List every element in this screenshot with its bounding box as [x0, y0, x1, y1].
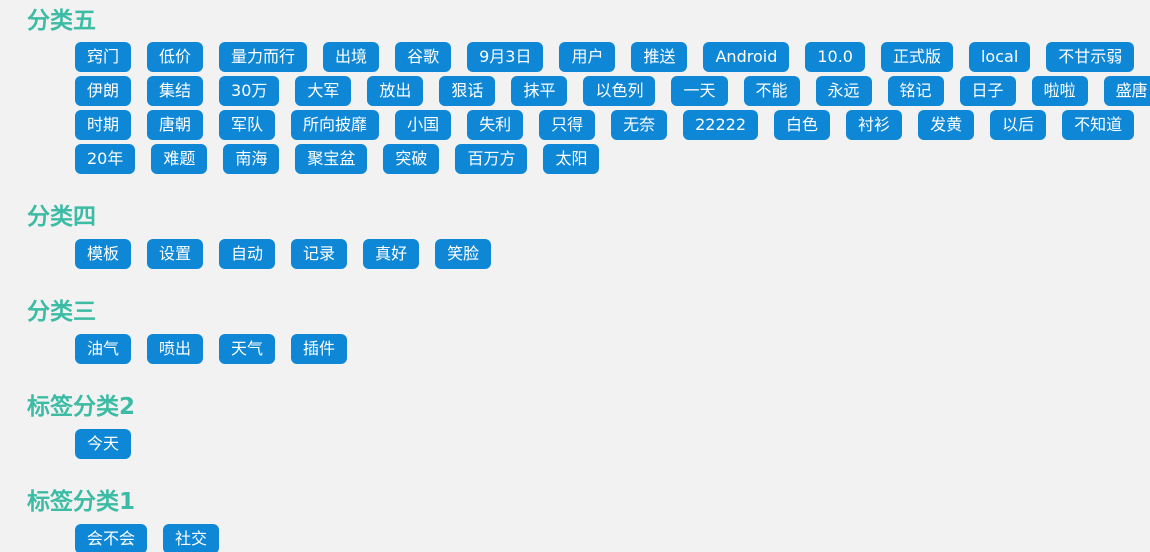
tag-chip[interactable]: 22222	[683, 110, 759, 140]
tag-chip[interactable]: 以后	[990, 110, 1047, 140]
tag-chip[interactable]: 设置	[147, 239, 204, 269]
tag-chip[interactable]: 正式版	[880, 42, 953, 72]
tag-chip[interactable]: 油气	[75, 334, 132, 364]
tag-chip[interactable]: 以色列	[583, 76, 656, 106]
tag-chip[interactable]: 唐朝	[147, 110, 204, 140]
tag-chip[interactable]: 天气	[219, 334, 276, 364]
tag-chip[interactable]: 窍门	[75, 42, 132, 72]
tag-chip[interactable]: 南海	[223, 144, 280, 174]
tag-chip[interactable]: 大军	[295, 76, 352, 106]
tag-chip[interactable]: 20年	[75, 144, 136, 174]
tag-chip[interactable]: 喷出	[147, 334, 204, 364]
tag-chip[interactable]: 只得	[539, 110, 596, 140]
tag-chip[interactable]: 盛唐	[1103, 76, 1150, 106]
tag-chip[interactable]: 难题	[151, 144, 208, 174]
tag-chip[interactable]: 失利	[467, 110, 524, 140]
tag-chip[interactable]: 谷歌	[395, 42, 452, 72]
tag-chip[interactable]: 伊朗	[75, 76, 132, 106]
tag-chip[interactable]: 衬衫	[846, 110, 903, 140]
tag-chip[interactable]: 社交	[163, 524, 220, 552]
tag-chip[interactable]: 白色	[774, 110, 831, 140]
tag-chip[interactable]: 量力而行	[219, 42, 308, 72]
tag-chip[interactable]: 30万	[219, 76, 280, 106]
tag-chip[interactable]: 放出	[367, 76, 424, 106]
tag-chip[interactable]: 一天	[671, 76, 728, 106]
tag-chip[interactable]: 9月3日	[467, 42, 544, 72]
tag-chip[interactable]: 会不会	[75, 524, 148, 552]
category-title: 分类四	[27, 204, 96, 230]
tag-chip[interactable]: 真好	[363, 239, 420, 269]
tag-chip[interactable]: 永远	[815, 76, 872, 106]
tag-chip[interactable]: 笑脸	[435, 239, 492, 269]
tag-list: 油气 喷出 天气 插件	[75, 334, 1150, 364]
tag-chip[interactable]: 铭记	[887, 76, 944, 106]
tag-chip[interactable]: 不能	[743, 76, 800, 106]
tag-chip[interactable]: 10.0	[805, 42, 865, 72]
tag-list: 今天	[75, 429, 1150, 459]
tag-chip[interactable]: 用户	[559, 42, 616, 72]
category-title: 分类五	[27, 8, 96, 34]
tag-chip[interactable]: 不甘示弱	[1046, 42, 1135, 72]
tag-chip[interactable]: 模板	[75, 239, 132, 269]
tag-chip[interactable]: 今天	[75, 429, 132, 459]
tag-chip[interactable]: 突破	[383, 144, 440, 174]
tag-chip[interactable]: 无奈	[611, 110, 668, 140]
tag-chip[interactable]: 啦啦	[1031, 76, 1088, 106]
category-title: 标签分类1	[27, 489, 136, 515]
tag-chip[interactable]: 自动	[219, 239, 276, 269]
tag-chip[interactable]: 日子	[959, 76, 1016, 106]
category-title: 标签分类2	[27, 394, 136, 420]
tag-chip[interactable]: 出境	[323, 42, 380, 72]
tag-chip[interactable]: 军队	[219, 110, 276, 140]
tag-chip[interactable]: 时期	[75, 110, 132, 140]
tag-chip[interactable]: 小国	[395, 110, 452, 140]
category-title: 分类三	[27, 299, 96, 325]
tag-chip[interactable]: 推送	[631, 42, 688, 72]
tag-chip[interactable]: 抹平	[511, 76, 568, 106]
tag-list: 会不会 社交	[75, 524, 1150, 552]
tag-chip[interactable]: 狠话	[439, 76, 496, 106]
tag-list: 模板 设置 自动 记录 真好 笑脸	[75, 239, 1150, 269]
tag-chip[interactable]: 所向披靡	[291, 110, 380, 140]
tag-chip[interactable]: 不知道	[1062, 110, 1135, 140]
tag-chip[interactable]: 低价	[147, 42, 204, 72]
tag-chip[interactable]: 百万方	[455, 144, 528, 174]
tag-chip[interactable]: 集结	[147, 76, 204, 106]
tag-chip[interactable]: Android	[703, 42, 790, 72]
tag-chip[interactable]: local	[968, 42, 1031, 72]
tag-chip[interactable]: 聚宝盆	[295, 144, 368, 174]
tag-chip[interactable]: 太阳	[543, 144, 600, 174]
tag-chip[interactable]: 记录	[291, 239, 348, 269]
tag-chip[interactable]: 发黄	[918, 110, 975, 140]
tag-chip[interactable]: 插件	[291, 334, 348, 364]
tag-list: 窍门 低价 量力而行 出境 谷歌 9月3日 用户 推送 Android 10.0…	[75, 42, 1150, 174]
